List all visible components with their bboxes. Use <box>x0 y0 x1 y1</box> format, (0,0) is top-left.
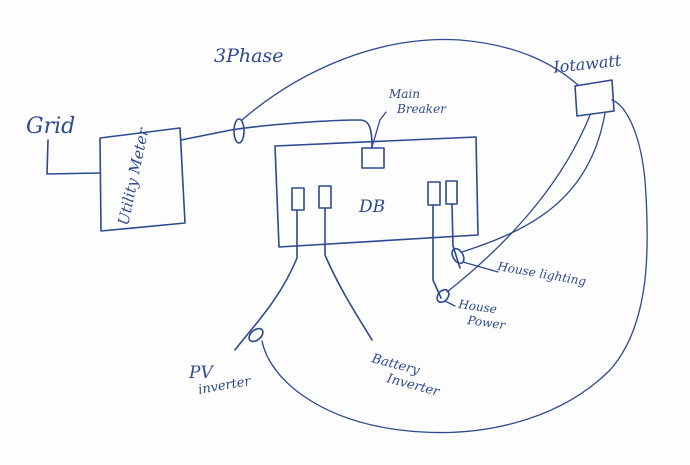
iotawatt-label: Iotawatt <box>551 51 622 77</box>
house-lighting-wire <box>451 203 461 269</box>
pv-inverter-wire <box>234 209 298 351</box>
pv-breaker <box>291 187 305 211</box>
house-lighting-ct-clamp <box>451 247 465 265</box>
pv-ct-wire <box>261 99 648 434</box>
main-breaker <box>361 147 385 169</box>
house-power-ct-wire <box>446 114 591 293</box>
house-lighting-ct-wire <box>461 112 606 253</box>
house-lighting-label: House lighting <box>495 259 587 289</box>
db-box <box>274 136 479 248</box>
battery-breaker <box>318 185 332 209</box>
feed-ct-clamp <box>233 118 245 144</box>
house-lighting-pointer <box>462 261 499 273</box>
utility-meter-label: Utility Meter <box>114 126 152 227</box>
house-power-ct-clamp <box>436 288 450 304</box>
house-lighting-breaker <box>445 180 458 205</box>
grid-to-meter-line <box>46 139 101 175</box>
iotawatt-box <box>574 79 615 117</box>
house-power-label-line2: Power <box>466 313 508 332</box>
battery-inverter-wire <box>324 207 373 341</box>
house-power-breaker <box>427 181 441 206</box>
three-phase-ct-wire <box>241 38 579 121</box>
db-label: DB <box>358 197 385 217</box>
main-breaker-pointer <box>371 111 387 148</box>
house-power-wire <box>432 204 442 299</box>
meter-to-breaker-feed <box>180 119 373 149</box>
pv-inverter-label-line1: PV <box>188 363 214 383</box>
main-breaker-label-line2: Breaker <box>396 102 447 116</box>
house-power-label-line1: House <box>457 297 498 316</box>
utility-meter-box <box>99 127 186 232</box>
three-phase-label: 3Phase <box>214 45 283 67</box>
pv-ct-clamp <box>248 327 264 343</box>
house-power-pointer <box>444 300 456 307</box>
main-breaker-label-line1: Main <box>388 87 420 101</box>
grid-label: Grid <box>26 114 75 139</box>
